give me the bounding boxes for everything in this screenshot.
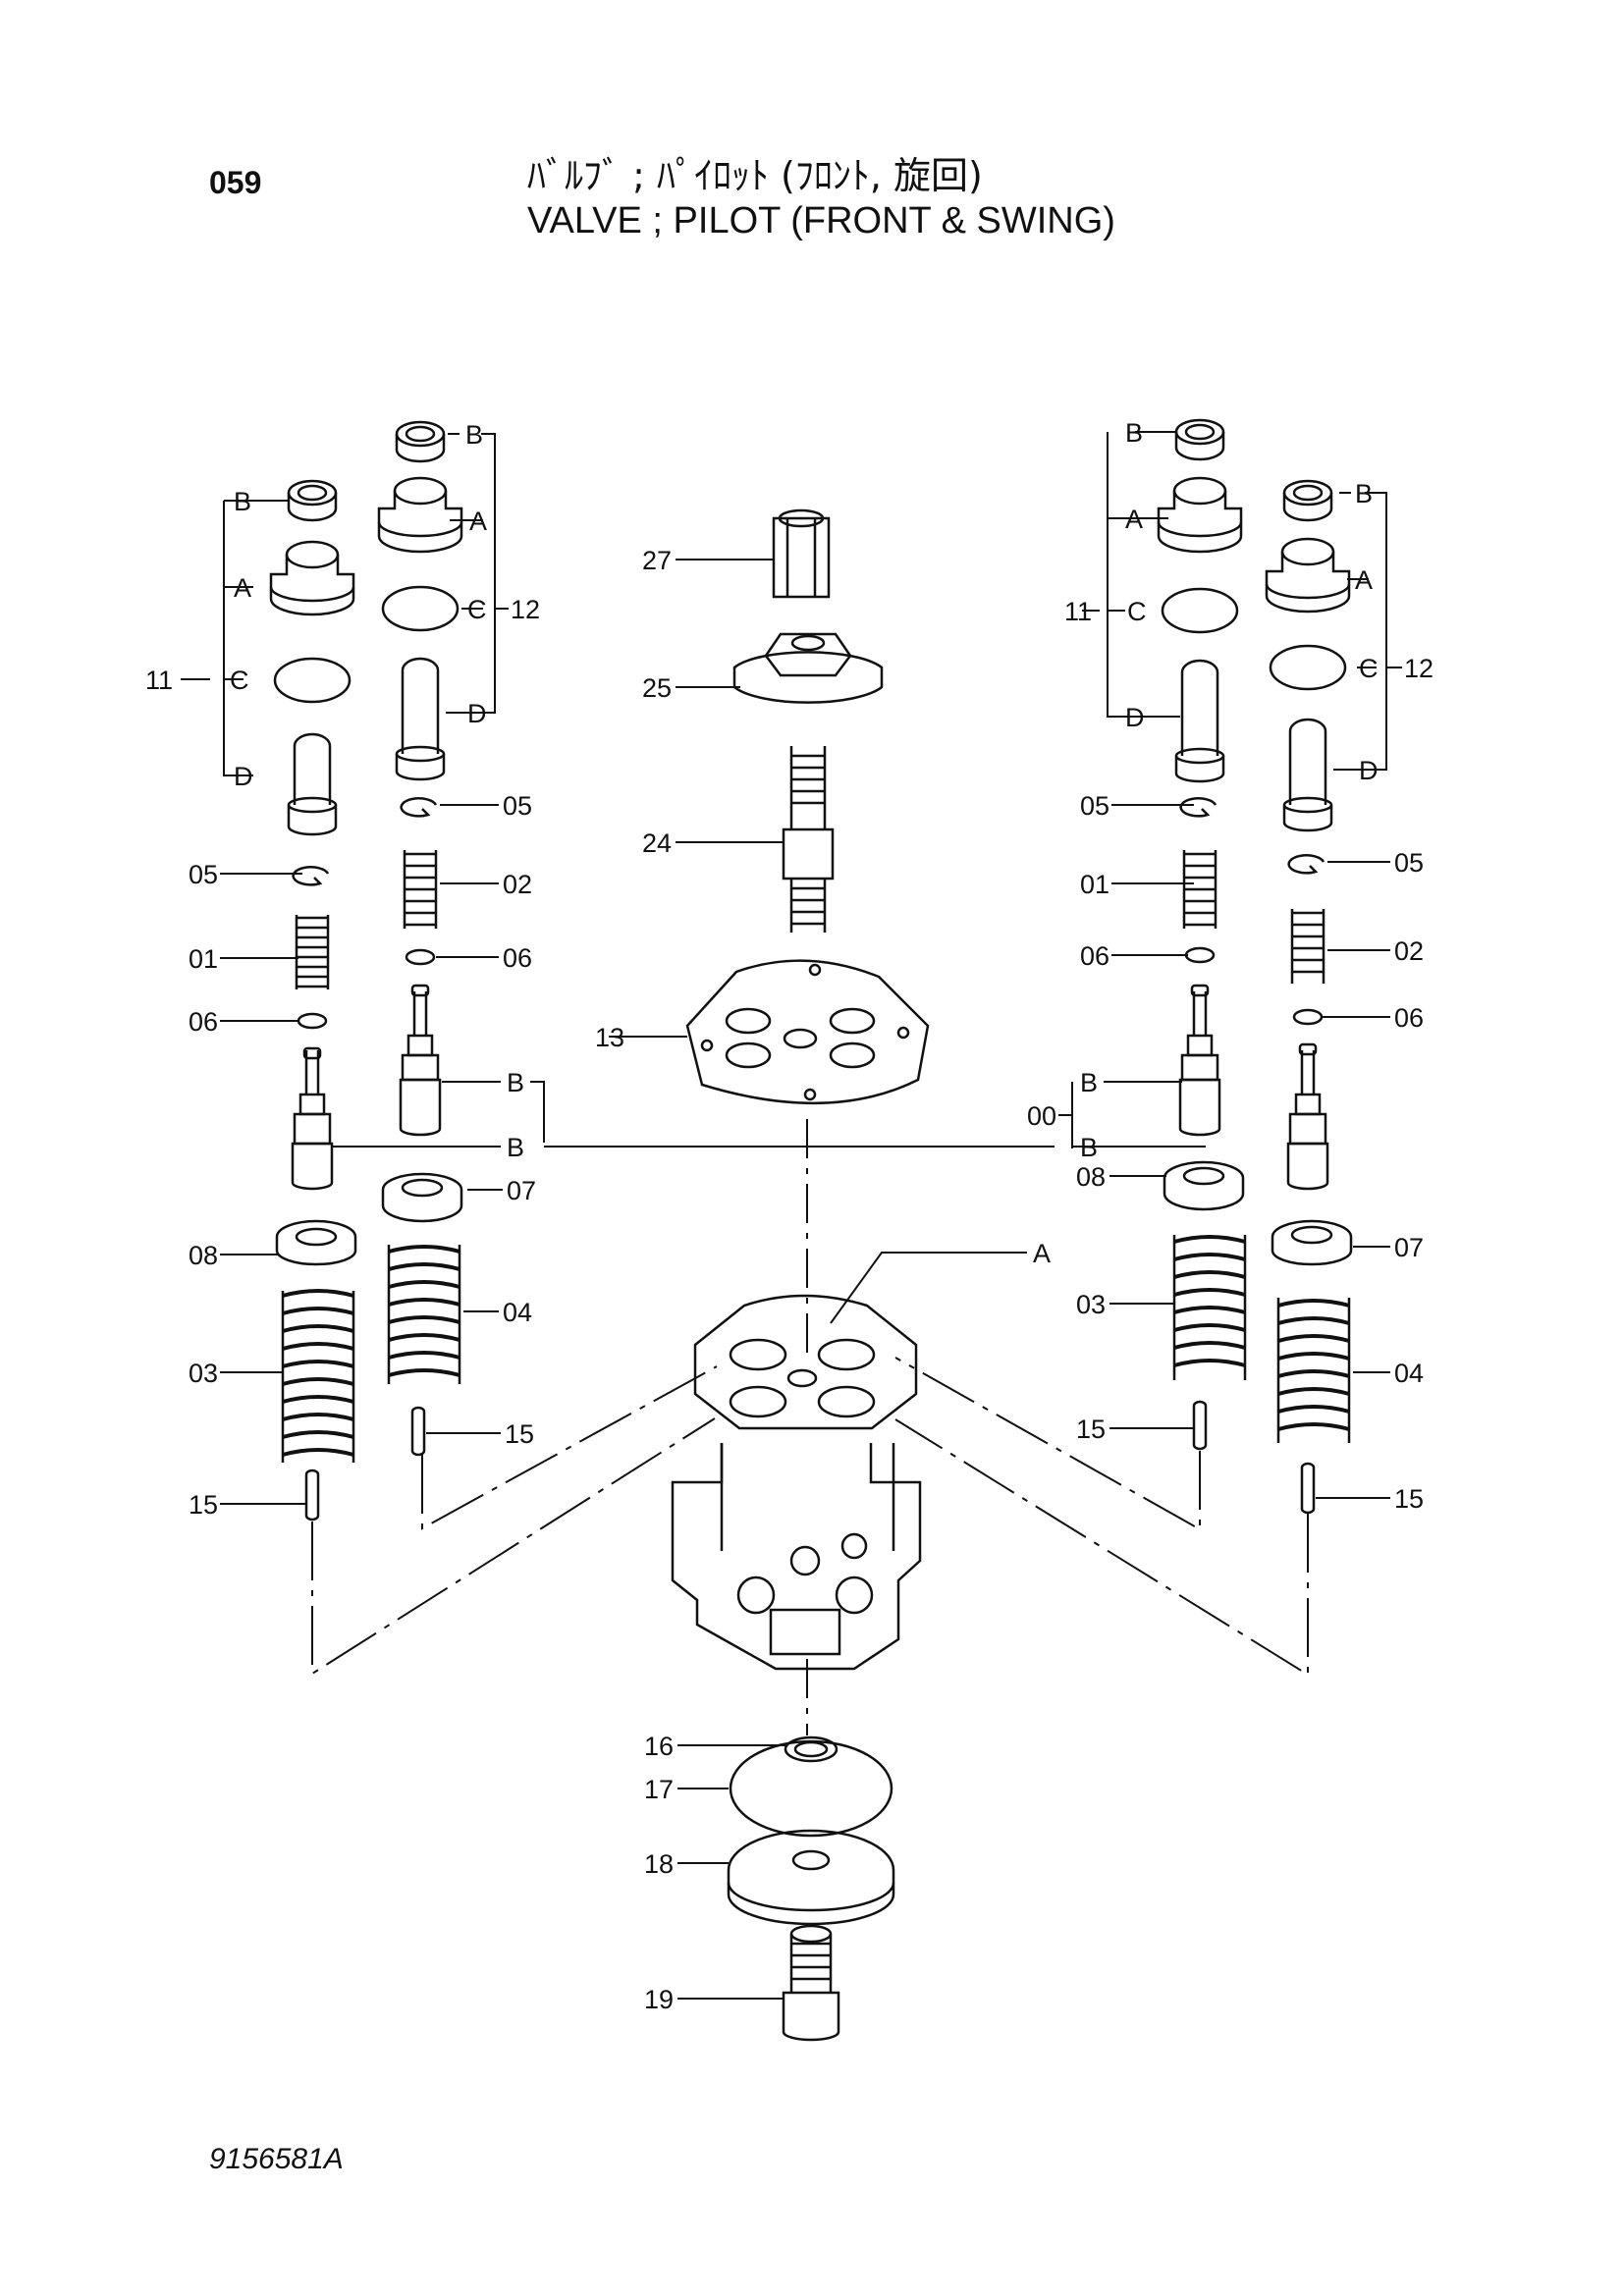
- label-02-right: 02: [1394, 936, 1424, 966]
- label-02-left: 02: [503, 870, 532, 899]
- label-05-right-inner: 05: [1080, 791, 1109, 821]
- label-18: 18: [644, 1849, 674, 1879]
- label-d-right-inner: D: [1125, 703, 1145, 732]
- label-d-right-outer: D: [1359, 756, 1379, 785]
- label-b-right-inner: B: [1125, 418, 1143, 448]
- label-06-left-inner: 06: [503, 943, 532, 973]
- label-05-left-inner: 05: [503, 791, 532, 821]
- label-03-left: 03: [189, 1359, 218, 1388]
- label-b-right-outer: B: [1355, 479, 1373, 508]
- label-06-right-outer: 06: [1394, 1003, 1424, 1033]
- label-19: 19: [644, 1985, 674, 2014]
- right-inner-stack: [1157, 418, 1247, 1451]
- right-outer-stack: [1265, 479, 1353, 1515]
- label-b-left-outer: B: [234, 487, 251, 516]
- label-17: 17: [644, 1775, 674, 1804]
- label-c-right-outer: C: [1359, 654, 1379, 683]
- label-a-right-inner: A: [1125, 505, 1143, 534]
- label-c-left-inner: C: [467, 595, 487, 624]
- label-a-right-outer: A: [1355, 565, 1373, 595]
- label-06-left-outer: 06: [189, 1007, 218, 1037]
- label-03-right: 03: [1076, 1290, 1106, 1319]
- label-05-right-outer: 05: [1394, 848, 1424, 878]
- leader-lines: [181, 431, 1402, 2000]
- label-15-right-outer: 15: [1394, 1484, 1424, 1514]
- label-25: 25: [642, 673, 672, 703]
- label-01-left: 01: [189, 944, 218, 974]
- label-a-left-outer: A: [234, 573, 251, 603]
- title-japanese: ﾊﾞﾙﾌﾞ ; ﾊﾟｲﾛｯﾄ (ﾌﾛﾝﾄ, 旋回): [527, 154, 983, 197]
- label-15-left-outer: 15: [189, 1490, 218, 1520]
- label-15-left-inner: 15: [505, 1419, 534, 1449]
- label-08-right: 08: [1076, 1162, 1106, 1192]
- label-05-left-outer: 05: [189, 860, 218, 889]
- label-12-right: 12: [1404, 654, 1434, 683]
- label-b-left-inner: B: [465, 420, 483, 450]
- label-27: 27: [642, 546, 672, 575]
- label-11-right: 11: [1064, 597, 1092, 626]
- label-01-right: 01: [1080, 870, 1109, 899]
- label-04-left: 04: [503, 1298, 532, 1327]
- label-16: 16: [644, 1732, 674, 1761]
- label-04-right: 04: [1394, 1359, 1424, 1388]
- label-d-left-outer: D: [234, 762, 253, 791]
- label-c-left-outer: C: [230, 666, 249, 695]
- center-stack: [671, 508, 930, 2042]
- label-00-right: 00: [1027, 1101, 1056, 1131]
- label-06-right-inner: 06: [1080, 941, 1109, 971]
- label-b-left-plunger-lower: B: [507, 1133, 524, 1162]
- left-outer-stack: [269, 479, 357, 1522]
- label-12-left: 12: [511, 595, 540, 624]
- label-a-left-inner: A: [469, 507, 487, 536]
- callout-labels: B A 11 C D 05 01 06 08 03 15 B A C 12 D …: [145, 418, 1434, 2014]
- label-11-left: 11: [145, 666, 173, 695]
- label-b-right-plunger-lower: B: [1080, 1133, 1098, 1162]
- drawing-number: 9156581A: [209, 2143, 344, 2175]
- label-c-right-inner: C: [1127, 597, 1147, 626]
- label-08-left: 08: [189, 1241, 218, 1270]
- label-b-left-plunger-upper: B: [507, 1068, 524, 1097]
- label-b-right-plunger-upper: B: [1080, 1068, 1098, 1097]
- label-24: 24: [642, 828, 672, 858]
- label-a-center-callout: A: [1033, 1239, 1051, 1268]
- title-english: VALVE ; PILOT (FRONT & SWING): [527, 200, 1115, 241]
- label-13: 13: [595, 1023, 624, 1052]
- label-07-right: 07: [1394, 1233, 1424, 1262]
- page-number: 059: [209, 165, 262, 200]
- label-07-left: 07: [507, 1176, 536, 1205]
- label-d-left-inner: D: [467, 699, 487, 728]
- label-15-right-inner: 15: [1076, 1415, 1106, 1444]
- left-inner-stack: [377, 420, 463, 1457]
